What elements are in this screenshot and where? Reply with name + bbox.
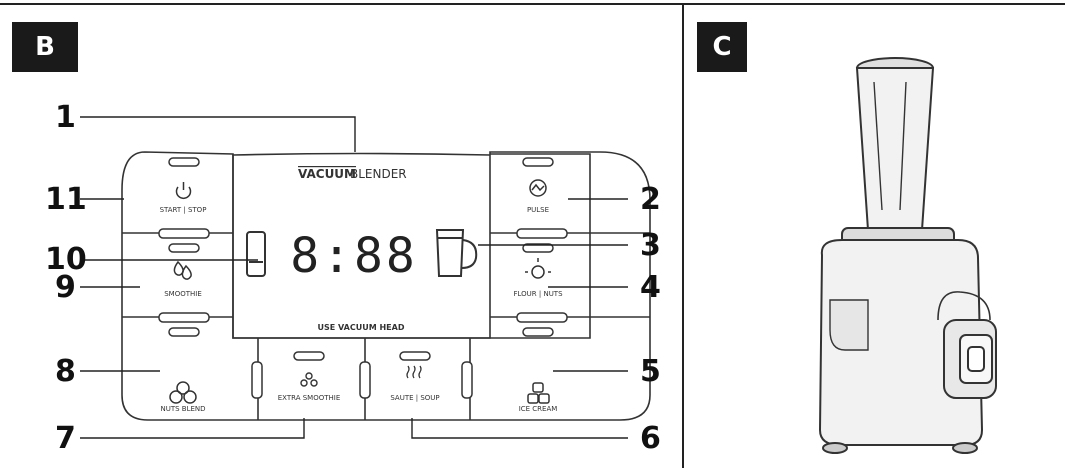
smoothie-label: SMOOTHIE [164, 290, 202, 298]
vacuum-cup-icon [246, 231, 266, 277]
leader-lines [80, 116, 628, 439]
callout-11: 11 [45, 182, 87, 217]
ice-cream-icon [527, 382, 550, 404]
pulse-label: PULSE [527, 206, 549, 214]
nuts-blend-icon [169, 381, 197, 404]
ice-cream-label: ICE CREAM [519, 405, 558, 413]
callout-7: 7 [55, 421, 76, 456]
nuts-blend-label: NUTS BLEND [160, 405, 205, 413]
extra-smoothie-icon [300, 372, 318, 387]
flour-nuts-label: FLOUR | NUTS [513, 290, 563, 298]
brand-bold: VACUUM [298, 167, 356, 181]
callout-3: 3 [640, 228, 661, 263]
steam-icon [406, 365, 422, 379]
callout-9: 9 [55, 270, 76, 305]
button-indicators [158, 157, 568, 399]
callout-4: 4 [640, 270, 661, 305]
extra-smoothie-label: EXTRA SMOOTHIE [278, 394, 341, 402]
saute-soup-label: SAUTE | SOUP [390, 394, 439, 402]
panel-label-b: B [12, 22, 78, 72]
power-icon [175, 182, 192, 200]
callout-10: 10 [45, 242, 87, 277]
pulse-icon [529, 179, 547, 197]
start-stop-label: START | STOP [160, 206, 207, 214]
callout-2: 2 [640, 182, 661, 217]
smoothie-icon [173, 260, 192, 280]
callout-1: 1 [55, 100, 76, 135]
blender-illustration [818, 57, 997, 454]
callout-6: 6 [640, 421, 661, 456]
frame-lines [0, 3, 1065, 468]
blender-jar-icon [435, 229, 478, 277]
vacuum-head-label: USE VACUUM HEAD [318, 323, 405, 332]
callout-5: 5 [640, 354, 661, 389]
brand-light: BLENDER [350, 167, 407, 181]
panel-label-c: C [697, 22, 747, 72]
control-panel [121, 151, 651, 421]
flour-nuts-icon [525, 258, 551, 279]
callout-8: 8 [55, 354, 76, 389]
time-display: 8:88 [290, 228, 418, 284]
